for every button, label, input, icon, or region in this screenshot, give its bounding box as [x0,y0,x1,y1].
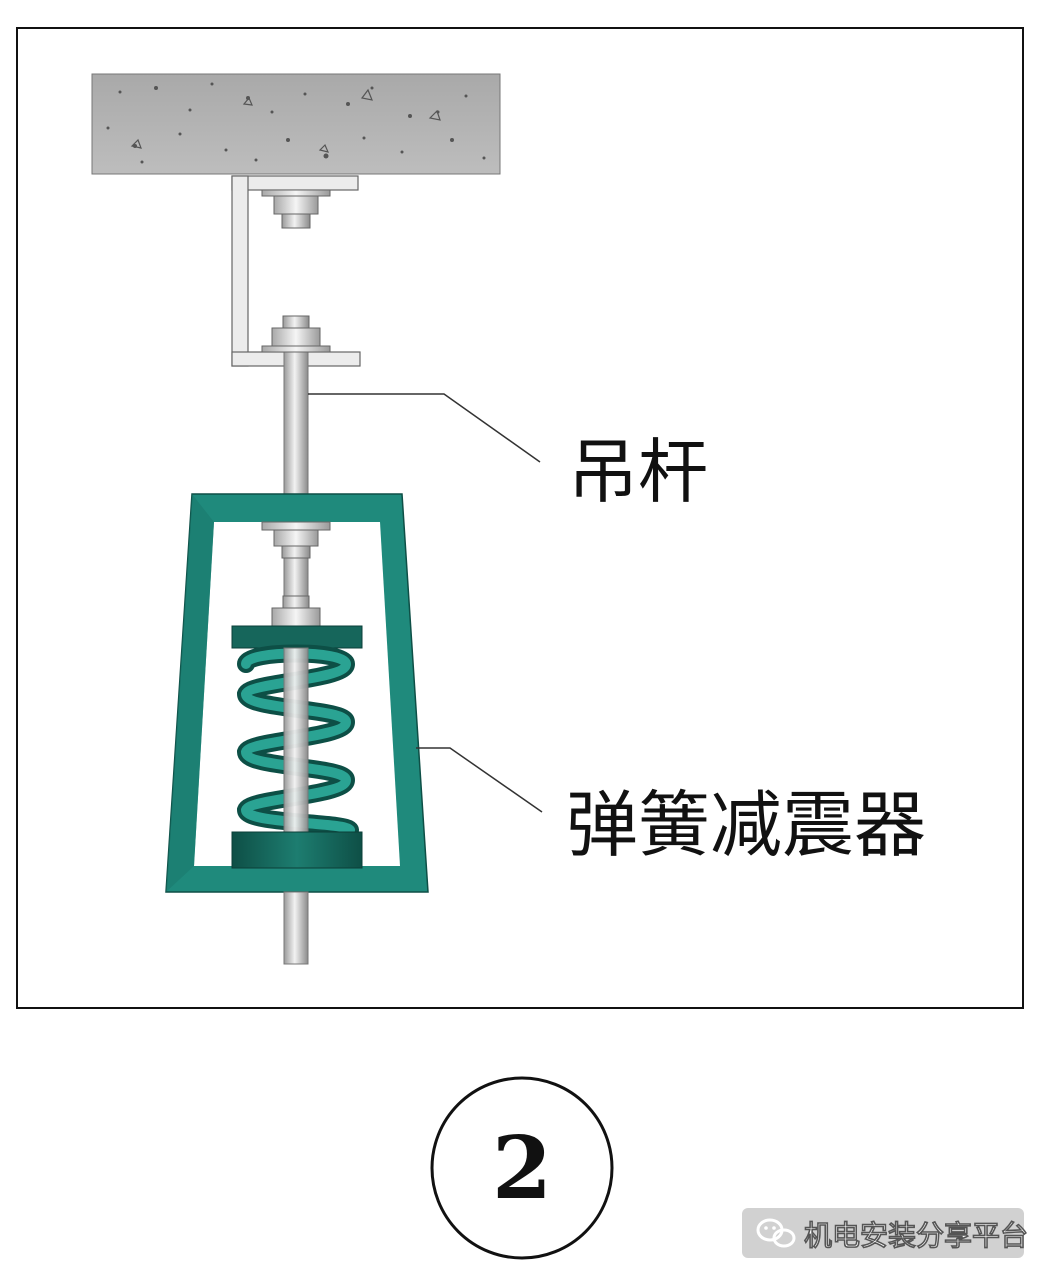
concrete-slab [91,73,501,175]
rod-label: 吊杆 [568,431,708,513]
hanger-rod-front [283,647,309,833]
spring-top-nut [271,595,321,627]
spring-leader-line [416,747,543,813]
bracket-nut [261,315,331,353]
rod-leader-line [308,393,541,463]
top-bolt [261,189,331,229]
figure-number: 2 [492,1118,552,1219]
watermark-text: 机电安装分享平台 [804,1219,1028,1252]
hanger-rod-lower [283,891,309,965]
angle-bracket [231,175,361,367]
figure-number-circle [430,1076,614,1260]
wechat-icon [756,1218,796,1248]
spring-base [231,831,363,869]
watermark: 机电安装分享平台 [742,1208,1028,1258]
spring-isolator-label: 弹簧减震器 [566,783,926,867]
frame-top-nut [261,521,331,559]
